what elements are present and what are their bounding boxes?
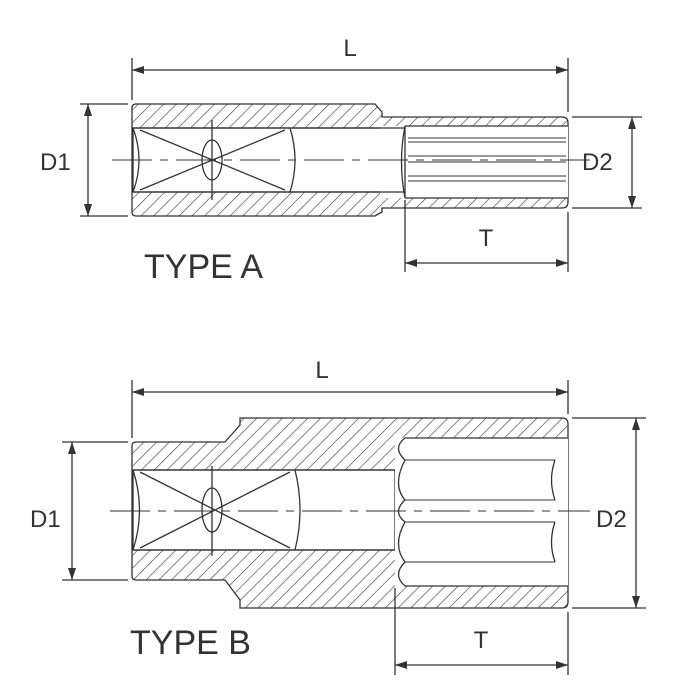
type-a-d1-label: D1 (40, 149, 71, 176)
type-b-l-label: L (315, 357, 328, 384)
type-a-t-label: T (479, 225, 494, 252)
type-a-title: TYPE A (144, 248, 263, 286)
type-a-d2-label: D2 (582, 149, 613, 176)
type-b-title: TYPE B (130, 624, 251, 662)
type-b-d1-label: D1 (30, 506, 61, 533)
type-a-l-label: L (343, 35, 356, 62)
type-b-d2-label: D2 (596, 506, 627, 533)
type-b-t-label: T (474, 627, 489, 654)
type-a-drawing (80, 58, 642, 272)
type-b-drawing (62, 380, 646, 675)
